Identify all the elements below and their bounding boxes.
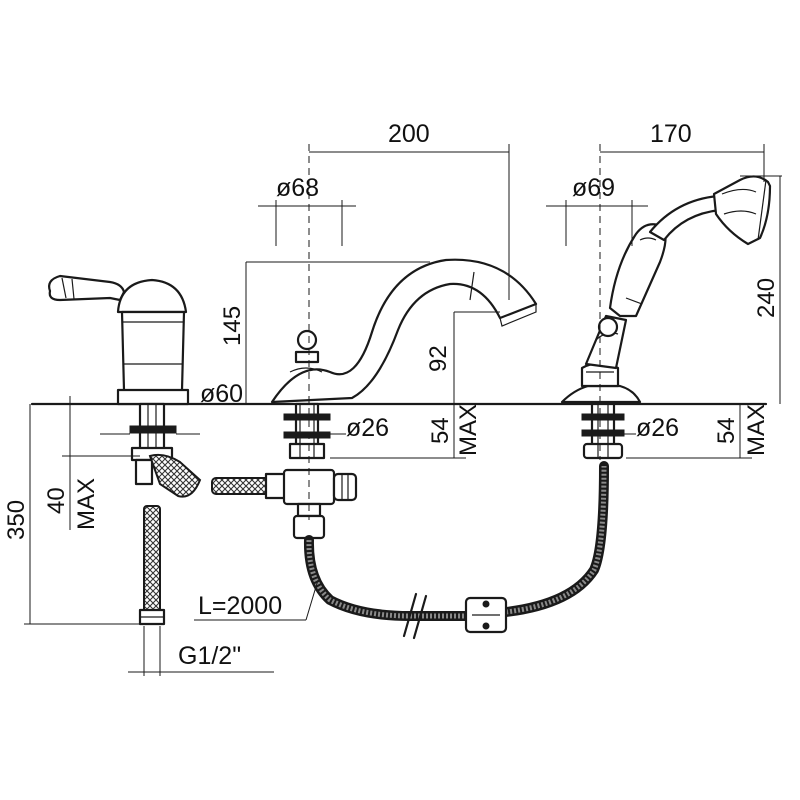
- center-lines: [308, 144, 601, 520]
- dim-spout-deck-max: 54: [427, 417, 454, 444]
- dim-shower-shank-dia: ø26: [636, 414, 679, 442]
- cross-hose: [211, 472, 288, 500]
- lever-mixer: [48, 274, 202, 498]
- dim-shower-offset: 170: [650, 120, 692, 148]
- lever-supply-hose: [138, 505, 166, 626]
- dim-shower-deck-max-tag: MAX: [743, 404, 770, 456]
- dim-spout-shank-dia: ø26: [346, 414, 389, 442]
- dim-spout-deck-max-tag: MAX: [455, 404, 482, 456]
- dim-lever-deck-max-tag: MAX: [73, 478, 100, 530]
- dim-spout-base-dia: ø68: [276, 174, 319, 202]
- dim-shower-base-dia: ø69: [572, 174, 615, 202]
- dim-spout-centers: 200: [388, 120, 430, 148]
- dim-thread-size: G1/2": [178, 642, 241, 670]
- hand-shower: [560, 175, 772, 460]
- dim-below-deck-depth: 350: [3, 500, 30, 540]
- dim-shower-height: 240: [753, 278, 780, 318]
- dim-spout-height: 145: [219, 306, 246, 346]
- spout: [270, 258, 538, 540]
- dim-lever-deck-max: 40: [43, 487, 70, 514]
- dim-lever-base-dia: ø60: [200, 380, 243, 408]
- dim-spout-outlet-height: 92: [425, 345, 452, 372]
- dimension-lines: [24, 144, 782, 676]
- dim-hose-length: L=2000: [198, 592, 282, 620]
- shower-hose: [303, 461, 609, 640]
- dim-shower-deck-max: 54: [713, 417, 740, 444]
